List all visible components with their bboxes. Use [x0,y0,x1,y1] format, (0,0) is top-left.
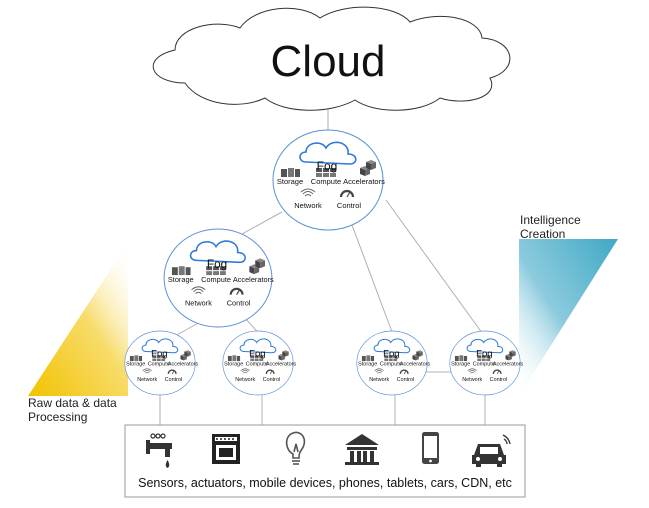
fog-accelerators-label: Accelerators [493,362,524,368]
smartphone-icon [422,432,439,464]
fog-title: Fog [317,159,338,173]
intelligence-label-line2: Creation [520,227,566,241]
fog-node-top: Fog Storage Compute Accelerators Network… [271,128,385,232]
raw-data-label: Raw data & data Processing [28,396,117,424]
fog-control-label: Control [337,201,362,210]
fog-control-label: Control [227,298,251,307]
device-box [124,424,526,498]
fog-node-mid-left: Fog Storage Compute Accelerators Network… [163,227,274,329]
building-icon [345,434,379,465]
fog-node-bottom-3: Fog Storage Compute Accelerators Network… [356,330,431,396]
intelligence-label: Intelligence Creation [520,213,581,241]
fog-storage-label: Storage [451,362,470,368]
cloud-label: Cloud [271,37,386,86]
fog-node-bottom-4: Fog Storage Compute Accelerators Network… [449,330,524,396]
fog-network-label: Network [137,377,157,383]
raw-data-label-line1: Raw data & data [28,396,117,410]
fog-compute-label: Compute [148,362,170,368]
fog-accelerators-label: Accelerators [343,177,385,186]
fog-title: Fog [207,258,227,271]
fog-node-bottom-1: Fog Storage Compute Accelerators Network… [124,330,199,396]
fog-control-label: Control [490,377,508,383]
fog-accelerators-label: Accelerators [400,362,431,368]
fog-control-label: Control [165,377,183,383]
fog-title: Fog [383,349,400,360]
connected-car-icon [472,434,511,467]
fog-title: Fog [476,349,493,360]
fog-node-bottom-2: Fog Storage Compute Accelerators Network… [222,330,297,396]
faucet-sensor-icon [146,433,172,468]
fog-storage-label: Storage [358,362,377,368]
fog-network-label: Network [235,377,255,383]
device-caption: Sensors, actuators, mobile devices, phon… [138,476,512,490]
fog-network-label: Network [294,201,322,210]
raw-data-label-line2: Processing [28,410,88,424]
fog-accelerators-label: Accelerators [168,362,199,368]
fog-compute-label: Compute [311,177,341,186]
fog-title: Fog [249,349,266,360]
fog-compute-label: Compute [380,362,402,368]
intelligence-label-line1: Intelligence [520,213,581,227]
fog-storage-label: Storage [168,275,194,284]
connection-lines [159,100,486,425]
fog-compute-label: Compute [201,275,231,284]
raw-data-gradient [28,243,128,396]
fog-accelerators-label: Accelerators [266,362,297,368]
fog-control-label: Control [397,377,415,383]
intelligence-gradient [519,239,618,396]
fog-compute-label: Compute [473,362,495,368]
fog-network-label: Network [185,298,212,307]
cloud-shape [152,6,511,111]
fog-storage-label: Storage [126,362,145,368]
fog-compute-label: Compute [246,362,268,368]
fog-network-label: Network [462,377,482,383]
fog-title: Fog [151,349,168,360]
fog-network-label: Network [369,377,389,383]
fog-accelerators-label: Accelerators [233,275,274,284]
oven-icon [212,434,240,464]
lightbulb-icon [285,431,306,465]
fog-control-label: Control [263,377,281,383]
fog-storage-label: Storage [277,177,303,186]
fog-storage-label: Storage [224,362,243,368]
